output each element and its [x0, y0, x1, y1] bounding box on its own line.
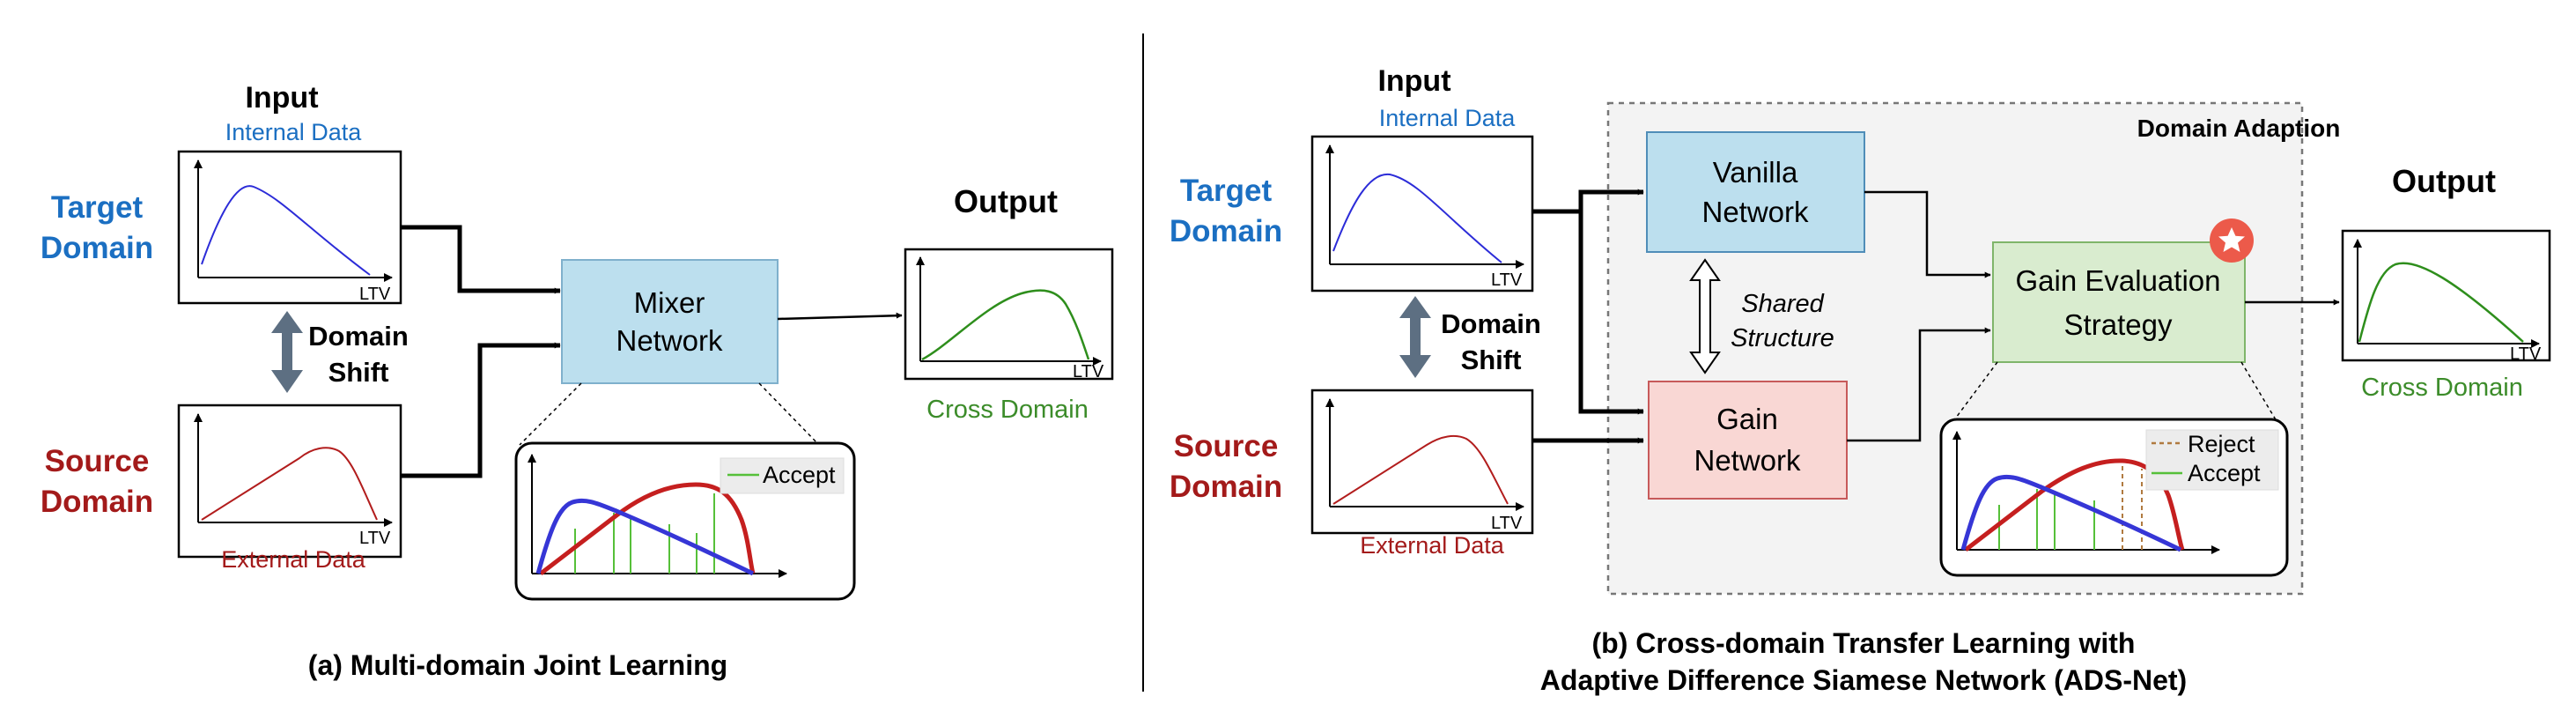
source-domain-plot: LTV — [1310, 389, 1534, 535]
input-title: Input — [245, 81, 318, 115]
zoom-guide — [1952, 361, 1998, 422]
input-title: Input — [1377, 64, 1450, 98]
accept-detail-panel: Accept — [514, 441, 856, 601]
cross-domain-plot: LTV — [904, 248, 1114, 381]
mixer-network-label: Mixer — [634, 286, 705, 319]
domain-shift-label: Domain — [308, 321, 409, 352]
ltv-axis-label: LTV — [359, 285, 391, 304]
caption-b-line2: Adaptive Difference Siamese Network (ADS… — [1540, 664, 2187, 696]
caption-b: (b) Cross-domain Transfer Learning with — [1592, 627, 2136, 659]
shared-structure-arrow-icon — [1689, 258, 1721, 374]
double-arrow-icon — [271, 311, 303, 393]
panel-a: Input Internal Data LTV Target Domain Do… — [41, 81, 1114, 681]
internal-data-label: Internal Data — [1379, 105, 1517, 131]
mixer-network-box — [561, 259, 779, 384]
output-title: Output — [954, 183, 1058, 219]
vanilla-network-label-line2: Network — [1701, 196, 1809, 228]
source-domain-plot: LTV — [177, 404, 402, 559]
source-domain-label: Source — [45, 444, 150, 478]
cross-domain-plot: LTV — [2341, 229, 2551, 364]
gain-network-label-line2: Network — [1694, 444, 1801, 477]
reject-legend-label: Reject — [2188, 431, 2255, 457]
mixer-network-label-line2: Network — [616, 324, 723, 357]
gain-evaluation-strategy-label-line2: Strategy — [2064, 308, 2173, 341]
target-domain-label: Target — [1180, 174, 1273, 208]
target-domain-plot: LTV — [177, 150, 402, 305]
vanilla-to-ges-arrow — [1864, 190, 1991, 278]
source-domain-label-line2: Domain — [1170, 470, 1282, 504]
source-domain-label: Source — [1174, 429, 1279, 463]
target-domain-label-line2: Domain — [41, 231, 153, 265]
target-to-gain-arrow — [1578, 211, 1644, 415]
gain-network-box — [1648, 381, 1848, 500]
gain-to-ges-arrow — [1847, 327, 1991, 442]
gain-evaluation-strategy-box — [1992, 241, 2246, 363]
ltv-axis-label: LTV — [1073, 362, 1104, 381]
vanilla-network-box — [1646, 131, 1865, 253]
target-domain-label: Target — [51, 190, 144, 225]
external-data-label: External Data — [1360, 532, 1505, 559]
internal-data-label: Internal Data — [225, 119, 363, 145]
accept-legend-label: Accept — [2188, 460, 2261, 486]
ltv-axis-label: LTV — [359, 529, 391, 548]
target-domain-label-line2: Domain — [1170, 214, 1282, 248]
star-badge-icon — [2210, 218, 2254, 263]
target-domain-plot: LTV — [1310, 135, 1534, 293]
zoom-guide — [758, 382, 820, 446]
domain-shift-label-line2: Shift — [328, 357, 389, 388]
accept-legend-label: Accept — [763, 462, 836, 488]
caption-a: (a) Multi-domain Joint Learning — [308, 649, 727, 681]
mixer-to-output-arrow — [777, 312, 903, 321]
zoom-guide — [2240, 361, 2277, 422]
cross-domain-label: Cross Domain — [2361, 374, 2523, 402]
reject-accept-detail-panel: Reject Accept — [1939, 418, 2289, 577]
ltv-axis-label: LTV — [1491, 270, 1523, 290]
target-to-vanilla-arrow — [1532, 189, 1644, 214]
zoom-guide — [519, 382, 582, 446]
gain-network-label: Gain — [1716, 403, 1778, 435]
shared-structure-label-line2: Structure — [1731, 324, 1834, 352]
gain-evaluation-strategy-label: Gain Evaluation — [2016, 264, 2221, 297]
target-to-mixer-arrow — [401, 225, 561, 294]
source-to-mixer-arrow — [401, 342, 561, 478]
output-title: Output — [2392, 163, 2496, 199]
shared-structure-label: Shared — [1741, 290, 1824, 318]
domain-shift-label: Domain — [1441, 308, 1541, 339]
domain-adaption-label: Domain Adaption — [2137, 115, 2341, 142]
ltv-axis-label: LTV — [2510, 344, 2542, 364]
source-domain-label-line2: Domain — [41, 485, 153, 519]
double-arrow-icon — [1399, 296, 1431, 378]
cross-domain-label: Cross Domain — [926, 396, 1089, 424]
external-data-label: External Data — [221, 546, 366, 573]
panel-b: Domain Adaption Input Internal Data LTV … — [1170, 64, 2551, 696]
domain-shift-label-line2: Shift — [1461, 344, 1522, 375]
vanilla-network-label: Vanilla — [1713, 156, 1798, 189]
ltv-axis-label: LTV — [1491, 514, 1523, 533]
